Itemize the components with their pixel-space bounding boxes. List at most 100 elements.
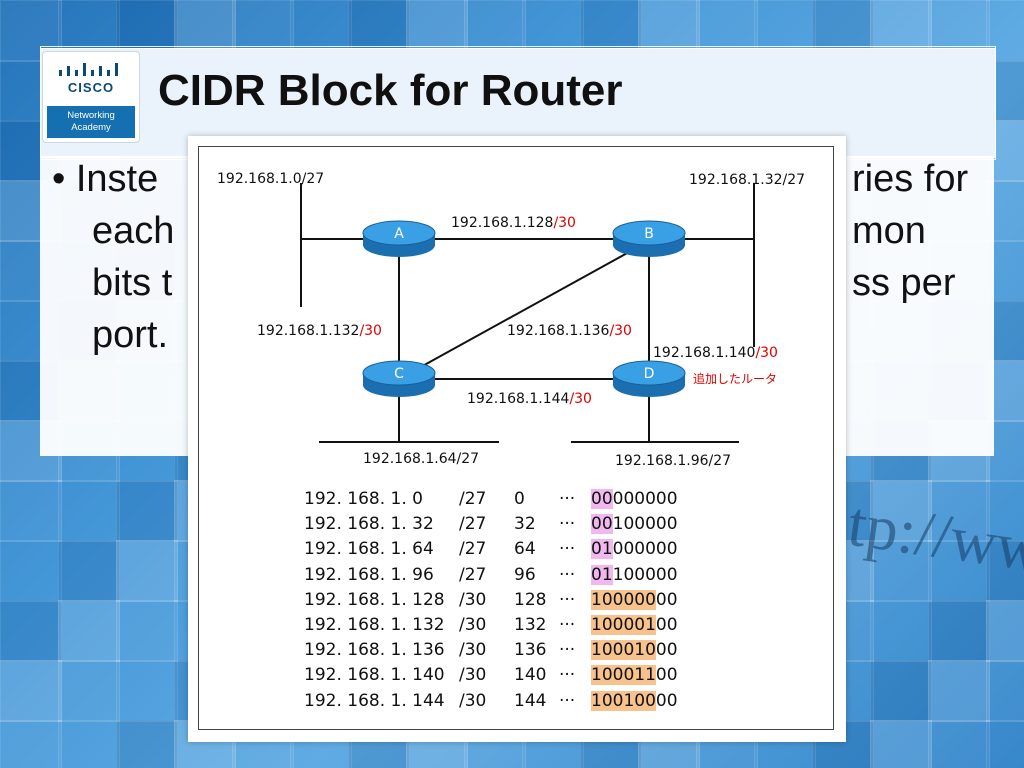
row-ellipsis: ··· <box>559 690 576 711</box>
row-decimal: 136 <box>514 640 547 661</box>
row-mask: /27 <box>459 539 487 560</box>
binary-host-bits: 000000 <box>612 489 678 509</box>
background-tile <box>986 540 1024 602</box>
binary-host-bits: 00 <box>655 614 678 635</box>
background-tile <box>986 600 1024 662</box>
background-tile <box>116 540 178 602</box>
bullet-line-4: port. <box>92 314 169 356</box>
link-label-ac: 192.168.1.132/30 <box>257 323 382 339</box>
link-label-ab: 192.168.1.128/30 <box>451 215 576 231</box>
binary-host-bits: 00 <box>655 665 678 686</box>
row-address: 192. 168. 1. 96 <box>304 564 434 585</box>
bullet-line-3: bits t <box>92 262 173 304</box>
cisco-logo: CISCO Networking Academy <box>42 51 140 143</box>
row-ellipsis: ··· <box>559 514 576 535</box>
link-bc <box>398 240 650 380</box>
link-label-bd: 192.168.1.140/30 <box>653 345 778 361</box>
background-tile <box>870 600 932 662</box>
background-tile <box>58 540 120 602</box>
row-binary: 10010000 <box>591 690 678 711</box>
row-ellipsis: ··· <box>559 564 576 585</box>
router-c: C <box>362 360 436 397</box>
row-ellipsis: ··· <box>559 489 576 509</box>
background-tile <box>0 720 62 768</box>
background-tile <box>0 660 62 722</box>
router-b: B <box>612 220 686 257</box>
row-address: 192. 168. 1. 0 <box>304 489 423 509</box>
router-b-label: B <box>644 226 654 242</box>
network-diagram-card: A B C D 192.168.1.0/27 <box>188 136 846 742</box>
background-tile <box>870 540 932 602</box>
row-ellipsis: ··· <box>559 665 576 686</box>
link-label-bc: 192.168.1.136/30 <box>507 323 632 339</box>
network-topology: A B C D 192.168.1.0/27 <box>217 171 805 469</box>
row-decimal: 140 <box>514 665 547 686</box>
background-tile <box>928 660 990 722</box>
row-binary: 10001000 <box>591 640 678 661</box>
background-tile <box>870 660 932 722</box>
net-label-top-right: 192.168.1.32/27 <box>689 172 805 188</box>
background-tile <box>986 720 1024 768</box>
background-tile <box>58 720 120 768</box>
network-diagram-frame: A B C D 192.168.1.0/27 <box>198 146 834 730</box>
router-d: D <box>612 360 686 397</box>
router-d-label: D <box>644 366 655 382</box>
binary-network-bits: 100001 <box>591 614 656 635</box>
cisco-bars-icon <box>59 63 118 76</box>
net-label-top-left: 192.168.1.0/27 <box>217 171 324 187</box>
row-address: 192. 168. 1. 136 <box>304 640 445 661</box>
row-mask: /27 <box>459 514 487 535</box>
logo-line1: Networking <box>67 110 115 121</box>
logo-line2: Academy <box>71 122 111 133</box>
added-router-note: 追加したルータ <box>693 371 777 386</box>
bullet-line-1: • Inste <box>52 158 159 200</box>
row-address: 192. 168. 1. 132 <box>304 614 445 635</box>
background-tile <box>0 600 62 662</box>
background-tile <box>58 600 120 662</box>
net-label-bottom-left: 192.168.1.64/27 <box>363 451 479 467</box>
background-tile <box>116 600 178 662</box>
binary-host-bits: 100000 <box>612 564 678 585</box>
row-decimal: 132 <box>514 614 547 635</box>
background-tile <box>58 480 120 542</box>
row-mask: /30 <box>459 690 487 711</box>
background-tile <box>58 660 120 722</box>
bullet-fragment-3: ss per <box>852 262 956 304</box>
row-ellipsis: ··· <box>559 539 576 560</box>
binary-host-bits: 00 <box>655 640 678 661</box>
background-tile <box>986 660 1024 722</box>
row-mask: /30 <box>459 614 487 635</box>
row-binary: 10000100 <box>591 614 678 635</box>
row-mask: /30 <box>459 640 487 661</box>
row-ellipsis: ··· <box>559 614 576 635</box>
background-tile <box>928 600 990 662</box>
binary-network-bits: 01 <box>591 539 613 560</box>
logo-academy-band: Networking Academy <box>47 106 135 138</box>
background-tile <box>928 720 990 768</box>
bullet-line-2: each <box>92 210 175 252</box>
link-label-cd: 192.168.1.144/30 <box>467 391 592 407</box>
background-tile <box>928 540 990 602</box>
binary-host-bits: 000000 <box>612 539 678 560</box>
router-c-label: C <box>394 366 404 382</box>
background-tile <box>116 720 178 768</box>
row-address: 192. 168. 1. 32 <box>304 514 434 535</box>
row-mask: /27 <box>459 564 487 585</box>
router-a-label: A <box>394 226 404 242</box>
row-binary: 01100000 <box>591 564 678 585</box>
background-tile <box>870 480 932 542</box>
binary-network-bits: 100000 <box>591 589 656 610</box>
bullet-fragment-2: mon <box>852 210 926 252</box>
router-a: A <box>362 220 436 257</box>
row-ellipsis: ··· <box>559 640 576 661</box>
row-binary: 00000000 <box>591 489 678 509</box>
background-tile <box>116 660 178 722</box>
row-address: 192. 168. 1. 140 <box>304 665 445 686</box>
row-decimal: 128 <box>514 589 547 610</box>
binary-network-bits: 00 <box>591 514 613 535</box>
row-mask: /27 <box>459 489 487 509</box>
bullet-fragment-1: ries for <box>852 158 969 200</box>
row-mask: /30 <box>459 589 487 610</box>
net-label-bottom-right: 192.168.1.96/27 <box>615 453 731 469</box>
row-binary: 00100000 <box>591 514 678 535</box>
